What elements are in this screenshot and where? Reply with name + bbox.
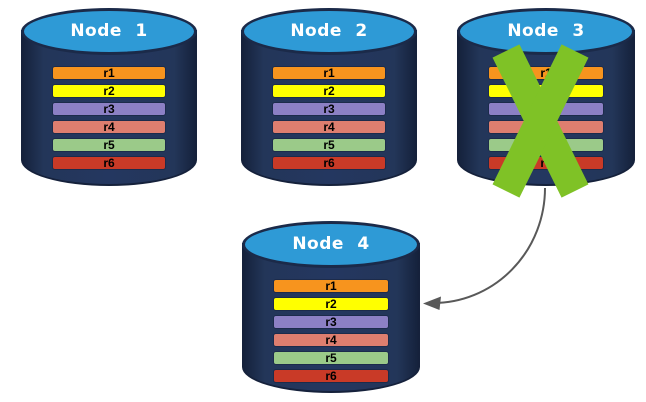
node-2-cylinder: Node 2 r1 r2 r3 r4 r5 r6 <box>241 8 417 186</box>
node-title: Node 4 <box>292 233 370 254</box>
database-cylinder-top: Node 3 <box>457 8 635 55</box>
node-1-cylinder: Node 1 r1 r2 r3 r4 r5 r6 <box>21 8 197 186</box>
replica-row-r1: r1 <box>273 279 389 293</box>
replica-row-r5: r5 <box>273 351 389 365</box>
replica-row-r1: r1 <box>272 66 386 80</box>
node-title: Node 3 <box>507 20 585 41</box>
replica-row-r4: r4 <box>272 120 386 134</box>
replica-rows: r1 r2 r3 r4 r5 r6 <box>52 66 166 170</box>
replica-row-r4: r4 <box>273 333 389 347</box>
replica-row-r2: r2 <box>273 297 389 311</box>
database-cylinder-top: Node 4 <box>242 221 420 268</box>
replica-row-r1: r1 <box>52 66 166 80</box>
replica-row-r3: r3 <box>52 102 166 116</box>
database-cylinder-top: Node 1 <box>21 8 197 55</box>
replica-row-r5: r5 <box>272 138 386 152</box>
replica-rows: r1 r2 r3 r4 r5 r6 <box>273 279 389 383</box>
database-cylinder-top: Node 2 <box>241 8 417 55</box>
node-3-cylinder: Node 3 r1 r2 r3 r4 r5 r6 <box>457 8 635 198</box>
replica-row-r5: r5 <box>52 138 166 152</box>
node-title: Node 2 <box>290 20 368 41</box>
node-4-cylinder: Node 4 r1 r2 r3 r4 r5 r6 <box>242 221 420 393</box>
replica-rows: r1 r2 r3 r4 r5 r6 <box>272 66 386 170</box>
replica-row-r2: r2 <box>272 84 386 98</box>
failover-arrow-curve <box>432 187 546 304</box>
replica-row-r2: r2 <box>52 84 166 98</box>
replica-row-r3: r3 <box>272 102 386 116</box>
replica-row-r6: r6 <box>273 369 389 383</box>
failover-arrow <box>423 187 546 310</box>
failure-cross-icon <box>492 44 589 198</box>
replica-row-r3: r3 <box>273 315 389 329</box>
failover-arrowhead-icon <box>423 296 441 310</box>
replica-row-r4: r4 <box>52 120 166 134</box>
replica-row-r6: r6 <box>272 156 386 170</box>
node-title: Node 1 <box>70 20 148 41</box>
replica-row-r6: r6 <box>52 156 166 170</box>
database-cylinder-body <box>242 243 420 393</box>
